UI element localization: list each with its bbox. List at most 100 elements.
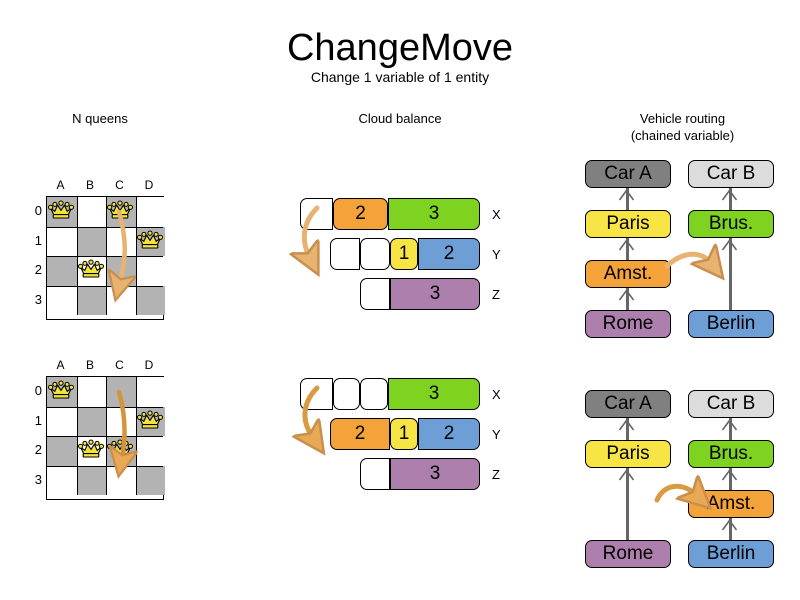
customer-node-amst-[interactable]: Amst. xyxy=(585,260,671,288)
customer-node-berlin[interactable]: Berlin xyxy=(688,540,774,568)
queen-piece[interactable] xyxy=(77,259,104,281)
cloud-process-1[interactable]: 1 xyxy=(390,418,418,450)
chain-arrow-icon xyxy=(721,519,738,531)
queen-piece[interactable] xyxy=(77,439,104,461)
cloud-empty-slot[interactable] xyxy=(330,238,360,270)
board-cell-C0[interactable] xyxy=(106,377,136,407)
board-cell-B3[interactable] xyxy=(76,285,106,315)
board-cell-B3[interactable] xyxy=(76,465,106,495)
vehicle-node-car-b[interactable]: Car B xyxy=(688,390,774,418)
customer-node-rome[interactable]: Rome xyxy=(585,540,671,568)
cloud-empty-slot[interactable] xyxy=(360,238,390,270)
cloud-empty-slot[interactable] xyxy=(360,378,388,410)
board-cell-C1[interactable] xyxy=(106,226,136,256)
board-row-label-2: 2 xyxy=(34,262,42,277)
queen-piece[interactable] xyxy=(107,439,133,461)
board-col-label-D: D xyxy=(144,358,154,372)
cloud-process-3[interactable]: 3 xyxy=(390,458,480,490)
customer-node-brus-[interactable]: Brus. xyxy=(688,440,774,468)
board-cell-C1[interactable] xyxy=(106,406,136,436)
queen-piece[interactable] xyxy=(136,230,163,252)
board-row-label-2: 2 xyxy=(34,442,42,457)
board-cell-A1[interactable] xyxy=(47,226,77,256)
vehicle-node-car-a[interactable]: Car A xyxy=(585,390,671,418)
board-row-label-0: 0 xyxy=(34,383,42,398)
board-row-label-1: 1 xyxy=(34,412,42,428)
cloud-row-label-Y: Y xyxy=(492,427,501,442)
board-cell-D2[interactable] xyxy=(135,436,165,466)
board-row-label-1: 1 xyxy=(34,232,42,248)
customer-node-paris[interactable]: Paris xyxy=(585,210,671,238)
cloud-empty-slot[interactable] xyxy=(333,378,360,410)
customer-node-rome[interactable]: Rome xyxy=(585,310,671,338)
chain-link xyxy=(729,188,732,210)
board-cell-C3[interactable] xyxy=(106,465,136,495)
board-cell-D3[interactable] xyxy=(135,465,165,495)
cloud-process-2[interactable]: 2 xyxy=(418,418,480,450)
board-col-label-B: B xyxy=(85,178,94,192)
page-subtitle: Change 1 variable of 1 entity xyxy=(310,69,490,85)
queen-piece[interactable] xyxy=(48,380,74,402)
board-cell-A3[interactable] xyxy=(47,285,77,315)
cloud-process-3[interactable]: 3 xyxy=(388,198,480,230)
cloud-row-label-Y: Y xyxy=(492,247,501,262)
board-cell-B1[interactable] xyxy=(76,226,106,256)
board-cell-C2[interactable] xyxy=(106,256,136,286)
chain-link xyxy=(626,468,629,540)
queen-piece[interactable] xyxy=(136,410,163,432)
board-cell-D2[interactable] xyxy=(135,256,165,286)
board-row-label-0: 0 xyxy=(34,203,42,218)
board-cell-A1[interactable] xyxy=(47,406,77,436)
vrp-title-line1: Vehicle routing xyxy=(639,111,726,126)
cloud-process-2[interactable]: 2 xyxy=(418,238,480,270)
customer-node-berlin[interactable]: Berlin xyxy=(688,310,774,338)
chain-arrow-icon xyxy=(721,239,738,251)
board-cell-A2[interactable] xyxy=(47,256,77,286)
board-cell-D0[interactable] xyxy=(135,377,165,407)
cloud-process-2[interactable]: 2 xyxy=(330,418,390,450)
chain-link xyxy=(626,418,629,440)
customer-node-paris[interactable]: Paris xyxy=(585,440,671,468)
cloud-row-Z: 3 xyxy=(360,278,480,310)
vehicle-node-car-b[interactable]: Car B xyxy=(688,160,774,188)
queen-piece[interactable] xyxy=(48,200,74,222)
vrp-title-line2: (chained variable) xyxy=(630,128,735,143)
cloud-empty-slot[interactable] xyxy=(360,458,390,490)
board-cell-D0[interactable] xyxy=(135,197,165,227)
board-col-label-C: C xyxy=(115,358,124,372)
chain-arrow-icon xyxy=(618,239,635,251)
board-cell-A2[interactable] xyxy=(47,436,77,466)
cloud-process-2[interactable]: 2 xyxy=(333,198,388,230)
board-cell-C3[interactable] xyxy=(106,285,136,315)
cloud-process-3[interactable]: 3 xyxy=(390,278,480,310)
chain-link xyxy=(626,188,629,210)
board-col-label-A: A xyxy=(56,358,65,372)
cloud-empty-slot[interactable] xyxy=(300,198,333,230)
cloud-process-1[interactable]: 1 xyxy=(390,238,418,270)
section-title-vehicle-routing: Vehicle routing (chained variable) xyxy=(590,110,775,144)
board-cell-B1[interactable] xyxy=(76,406,106,436)
chain-arrow-icon xyxy=(721,469,738,481)
cloud-empty-slot[interactable] xyxy=(300,378,333,410)
chain-link xyxy=(729,418,732,440)
board-cell-B0[interactable] xyxy=(76,377,106,407)
cloud-empty-slot[interactable] xyxy=(360,278,390,310)
board-cell-B0[interactable] xyxy=(76,197,106,227)
section-title-cloud-balance: Cloud balance xyxy=(358,111,442,126)
queen-piece[interactable] xyxy=(107,200,133,222)
board-cell-D3[interactable] xyxy=(135,285,165,315)
customer-node-brus-[interactable]: Brus. xyxy=(688,210,774,238)
chain-arrow-icon xyxy=(618,469,635,481)
cloud-row-X: 3 xyxy=(300,378,480,410)
chain-arrow-icon xyxy=(618,189,635,201)
customer-node-amst-[interactable]: Amst. xyxy=(688,490,774,518)
board-cell-A3[interactable] xyxy=(47,465,77,495)
vehicle-node-car-a[interactable]: Car A xyxy=(585,160,671,188)
cloud-process-3[interactable]: 3 xyxy=(388,378,480,410)
